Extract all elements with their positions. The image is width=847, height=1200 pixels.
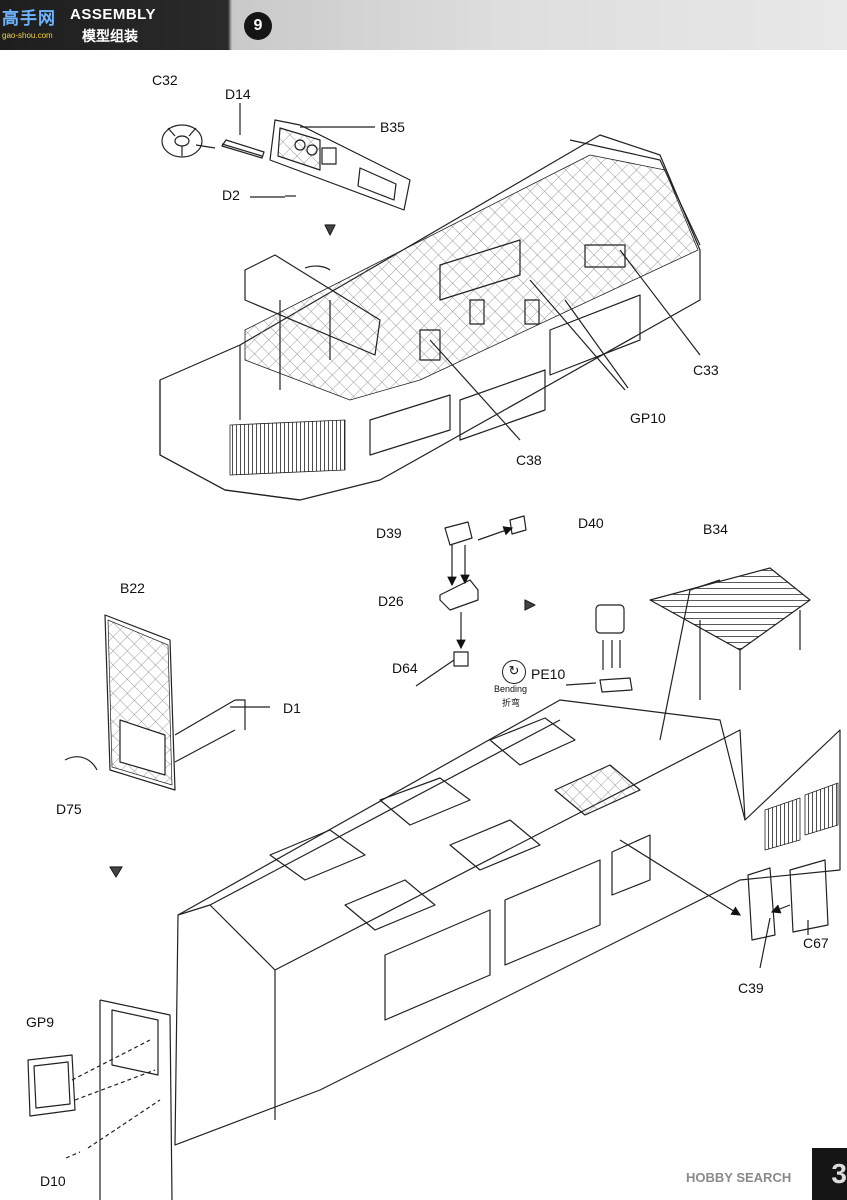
assembly-title-cn: 模型组装: [82, 29, 138, 45]
part-d64: [453, 612, 469, 667]
upper-hull-interior: [159, 134, 701, 501]
light-assembly: [595, 604, 633, 693]
bending-label-cn: 折弯: [502, 699, 521, 709]
site-logo: 高手网 gao-shou.com: [2, 4, 66, 44]
label-c67: C67: [803, 935, 829, 951]
roof-rack-b34: [649, 567, 811, 700]
step-number-badge: 9: [244, 12, 272, 40]
label-d75: D75: [56, 801, 82, 817]
label-gp10: GP10: [630, 410, 666, 426]
bottom-down-arrow: [109, 866, 123, 878]
dashboard-b35: [269, 119, 411, 211]
logo-chinese: 高手网: [2, 9, 56, 29]
label-c33: C33: [693, 362, 719, 378]
top-down-arrow: [324, 224, 336, 236]
assembly-header: 高手网 gao-shou.com ASSEMBLY 模型组装 9: [0, 0, 847, 50]
label-d10: D10: [40, 1173, 66, 1189]
steering-column-d14: [221, 139, 265, 159]
steering-wheel-c32: [161, 124, 203, 158]
door-b22: [64, 614, 246, 791]
label-d64: D64: [392, 660, 418, 676]
part-gp9: [27, 1039, 156, 1117]
logo-url: gao-shou.com: [2, 31, 53, 40]
rear-door: [99, 999, 173, 1200]
installed-dashboard: [244, 254, 381, 390]
part-d10: [65, 1099, 161, 1159]
label-c38: C38: [516, 452, 542, 468]
label-b34: B34: [703, 521, 728, 537]
label-c39: C39: [738, 980, 764, 996]
page-number: 3: [812, 1148, 847, 1200]
label-b22: B22: [120, 580, 145, 596]
label-d26: D26: [378, 593, 404, 609]
label-pe10: PE10: [531, 666, 566, 682]
label-d2: D2: [222, 187, 240, 203]
bottom-right-arrow: [524, 599, 536, 611]
label-d1: D1: [283, 700, 301, 716]
hobby-search-watermark: HOBBY SEARCH: [686, 1170, 792, 1185]
bending-label-en: Bending: [494, 684, 528, 694]
lower-hull: [174, 699, 841, 1146]
part-d39: [444, 515, 527, 546]
label-c32: C32: [152, 72, 178, 88]
label-d39: D39: [376, 525, 402, 541]
label-gp9: GP9: [26, 1014, 55, 1030]
label-b35: B35: [380, 119, 405, 135]
label-d14: D14: [225, 86, 251, 102]
label-d40: D40: [578, 515, 604, 531]
assembly-title-en: ASSEMBLY: [70, 6, 156, 23]
part-d26: [439, 545, 479, 611]
parts-c39-c67: [619, 839, 829, 941]
bending-icon: ↻: [502, 660, 526, 684]
